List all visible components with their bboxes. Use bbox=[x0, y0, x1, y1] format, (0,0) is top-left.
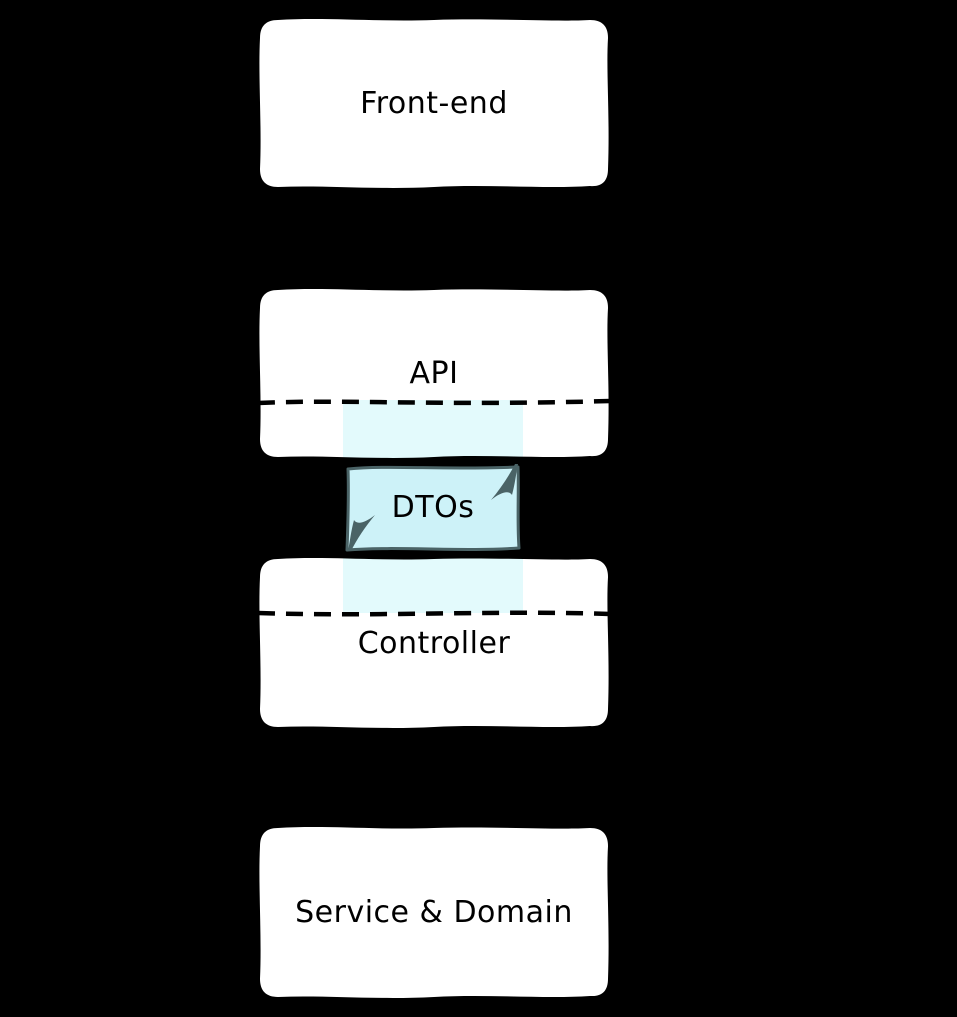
front-end-label: Front-end bbox=[360, 86, 508, 121]
service-domain-box-shape bbox=[259, 827, 609, 998]
front-end-box-shape bbox=[259, 19, 609, 188]
dto-corner-curl-top-right-icon bbox=[491, 464, 518, 500]
controller-label: Controller bbox=[357, 625, 511, 661]
layer-service-domain: Service & Domain bbox=[256, 824, 612, 1001]
controller-dashed-divider-line bbox=[257, 610, 611, 617]
dto-corner-curl-bottom-left-icon bbox=[348, 515, 375, 551]
layer-front-end: Front-end bbox=[256, 16, 612, 191]
dto-node: DTOs bbox=[343, 462, 523, 553]
api-label: API bbox=[409, 356, 459, 391]
service-domain-label: Service & Domain bbox=[295, 895, 573, 930]
dto-box-shape bbox=[345, 464, 521, 552]
dto-label: DTOs bbox=[391, 490, 475, 525]
